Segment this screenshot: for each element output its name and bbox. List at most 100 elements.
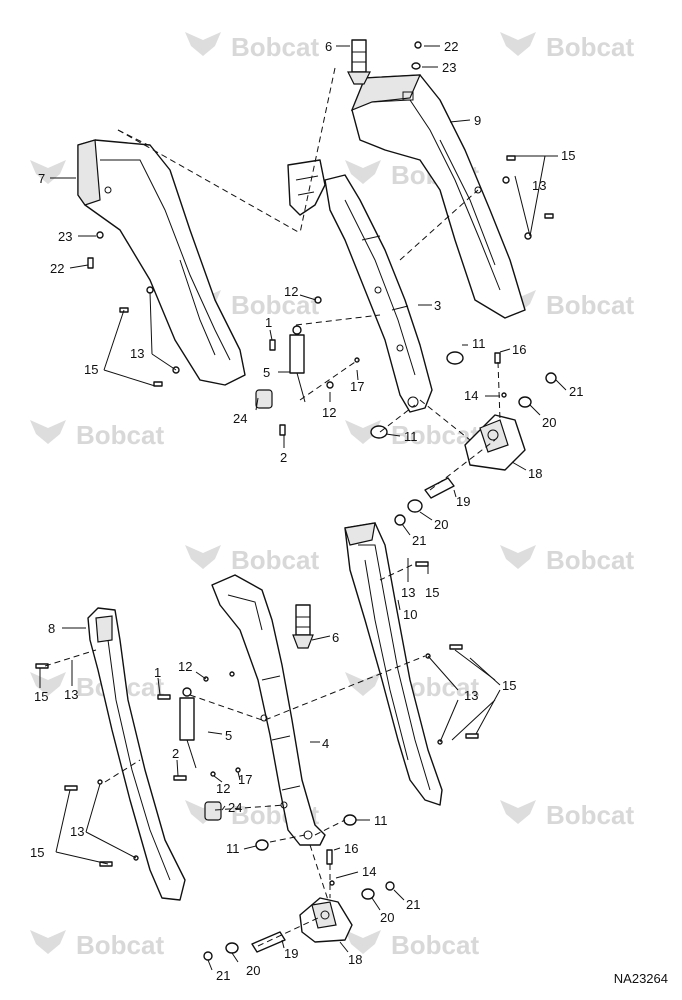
callout-label: 13 <box>401 585 415 600</box>
callout-label: 6 <box>332 630 339 645</box>
part-18-mount-bottom <box>299 897 353 943</box>
callout-label: 12 <box>216 781 230 796</box>
callout-label: 23 <box>58 229 72 244</box>
callout-label: 21 <box>406 897 420 912</box>
callout-label: 21 <box>216 968 230 983</box>
svg-text:Bobcat: Bobcat <box>546 545 634 575</box>
top-assembly <box>77 39 557 526</box>
part-24-bushing-bottom <box>204 801 222 821</box>
leader-lines <box>39 45 567 971</box>
watermark-15: Bobcat <box>30 930 164 960</box>
callout-label: 15 <box>425 585 439 600</box>
callout-label: 9 <box>474 113 481 128</box>
watermark-1: Bobcat <box>185 32 319 62</box>
callout-label: 16 <box>512 342 526 357</box>
svg-text:Bobcat: Bobcat <box>391 930 479 960</box>
hardware-bottom <box>35 558 479 961</box>
svg-text:Bobcat: Bobcat <box>76 930 164 960</box>
part-5-gas-spring-top <box>289 325 306 403</box>
svg-text:Bobcat: Bobcat <box>546 800 634 830</box>
part-19-pin-top <box>424 477 455 499</box>
watermark-9: Bobcat <box>185 545 319 575</box>
callout-label: 17 <box>350 379 364 394</box>
part-7-left-cover <box>77 139 246 386</box>
callout-label: 3 <box>434 298 441 313</box>
callout-label: 17 <box>238 772 252 787</box>
callout-label: 11 <box>404 429 418 444</box>
callout-label: 16 <box>344 841 358 856</box>
callout-label: 20 <box>246 963 260 978</box>
svg-text:Bobcat: Bobcat <box>231 32 319 62</box>
part-24-bushing-top <box>255 389 273 409</box>
callout-label: 2 <box>280 450 287 465</box>
watermark-11: Bobcat <box>30 672 164 702</box>
bottom-assembly <box>35 522 479 961</box>
callout-label: 18 <box>528 466 542 481</box>
callout-label: 12 <box>322 405 336 420</box>
callout-labels: 6 22 23 7 9 15 13 23 22 12 3 1 13 15 5 1… <box>30 39 583 983</box>
alignment-lines-bottom <box>44 564 426 947</box>
callout-label: 5 <box>263 365 270 380</box>
alignment-lines-top <box>117 67 501 491</box>
callout-label: 5 <box>225 728 232 743</box>
callout-label: 1 <box>265 315 272 330</box>
watermark-7: Bobcat <box>30 420 164 450</box>
watermark-2: Bobcat <box>500 32 634 62</box>
part-9-right-cover <box>350 74 526 319</box>
callout-label: 8 <box>48 621 55 636</box>
callout-label: 14 <box>464 388 478 403</box>
callout-label: 24 <box>233 411 247 426</box>
svg-text:Bobcat: Bobcat <box>76 420 164 450</box>
callout-label: 6 <box>325 39 332 54</box>
callout-label: 19 <box>284 946 298 961</box>
part-6-connector-top <box>347 39 371 85</box>
callout-label: 18 <box>348 952 362 967</box>
callout-label: 12 <box>178 659 192 674</box>
reference-code: NA23264 <box>613 971 668 986</box>
part-4-arm <box>211 574 326 846</box>
callout-label: 15 <box>502 678 516 693</box>
callout-label: 20 <box>542 415 556 430</box>
callout-label: 1 <box>154 665 161 680</box>
callout-label: 13 <box>464 688 478 703</box>
callout-label: 15 <box>84 362 98 377</box>
part-8-left-cover <box>87 607 186 901</box>
callout-label: 15 <box>30 845 44 860</box>
watermark-8: Bobcat <box>345 420 479 450</box>
callout-label: 13 <box>130 346 144 361</box>
callout-label: 2 <box>172 746 179 761</box>
callout-label: 15 <box>561 148 575 163</box>
svg-text:Bobcat: Bobcat <box>546 290 634 320</box>
callout-label: 13 <box>64 687 78 702</box>
callout-label: 14 <box>362 864 376 879</box>
svg-text:Bobcat: Bobcat <box>231 290 319 320</box>
part-18-mount-top <box>464 414 526 471</box>
callout-label: 19 <box>456 494 470 509</box>
part-19-pin-bottom <box>251 931 286 953</box>
callout-label: 4 <box>322 736 329 751</box>
callout-label: 21 <box>412 533 426 548</box>
callout-label: 12 <box>284 284 298 299</box>
callout-label: 13 <box>532 178 546 193</box>
part-6-connector-bottom <box>292 604 314 649</box>
callout-label: 20 <box>380 910 394 925</box>
callout-label: 22 <box>444 39 458 54</box>
callout-label: 23 <box>442 60 456 75</box>
callout-label: 15 <box>34 689 48 704</box>
callout-label: 13 <box>70 824 84 839</box>
part-5-gas-spring-bottom <box>179 687 197 769</box>
callout-label: 11 <box>226 841 240 856</box>
watermark-10: Bobcat <box>500 545 634 575</box>
callout-label: 10 <box>403 607 417 622</box>
callout-label: 24 <box>228 800 242 815</box>
watermark-14: Bobcat <box>500 800 634 830</box>
latch-bracket-top <box>287 159 326 216</box>
callout-label: 20 <box>434 517 448 532</box>
callout-label: 11 <box>374 813 388 828</box>
part-3-arm <box>324 174 433 413</box>
part-10-right-cover <box>344 522 443 806</box>
callout-label: 7 <box>38 171 45 186</box>
callout-label: 21 <box>569 384 583 399</box>
callout-label: 22 <box>50 261 64 276</box>
